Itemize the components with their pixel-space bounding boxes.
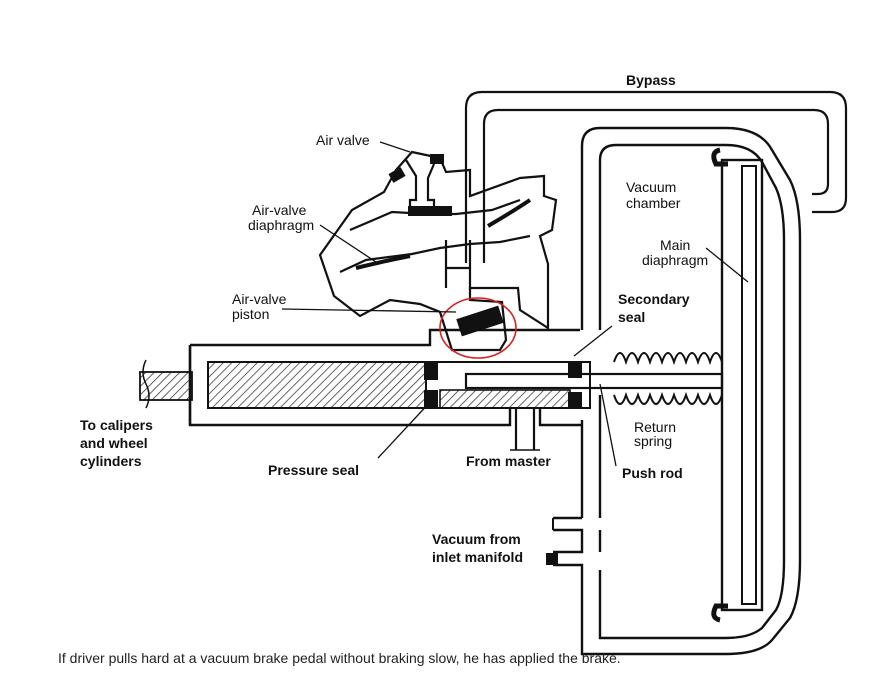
label-air-valve: Air valve — [316, 132, 370, 148]
from-master-inlet — [510, 408, 540, 451]
cropped-caption-text: If driver pulls hard at a vacuum brake p… — [58, 650, 621, 666]
label-secondary-seal-line1: Secondary — [618, 291, 690, 307]
hydraulic-cylinder — [139, 328, 591, 427]
label-return-spring-line2: spring — [634, 433, 672, 449]
label-secondary-seal-line2: seal — [618, 309, 645, 325]
label-air-valve-diaphragm-line1: Air-valve — [252, 202, 307, 218]
label-return-spring-line1: Return — [634, 419, 676, 435]
label-push-rod: Push rod — [622, 465, 683, 481]
highlight-circle — [439, 297, 517, 359]
label-bypass: Bypass — [626, 72, 676, 88]
label-vacuum-from-line2: inlet manifold — [432, 549, 523, 565]
label-main-diaphragm-line1: Main — [660, 237, 690, 253]
label-vacuum-chamber-line1: Vacuum — [626, 179, 676, 195]
air-valve-seals — [388, 154, 504, 337]
secondary-seal-blocks — [568, 362, 582, 408]
label-air-valve-piston-line2: piston — [232, 306, 269, 322]
label-air-valve-diaphragm-line2: diaphragm — [248, 217, 314, 233]
label-vacuum-chamber-line2: chamber — [626, 195, 681, 211]
main-housing — [553, 126, 802, 656]
label-to-calipers-line1: To calipers — [80, 417, 153, 433]
label-main-diaphragm-line2: diaphragm — [642, 252, 708, 268]
return-spring — [613, 352, 723, 405]
bypass-tube — [464, 90, 848, 263]
label-from-master: From master — [466, 453, 551, 469]
vacuum-inlet-port — [546, 518, 558, 565]
air-valve-diaphragm-curves — [355, 198, 532, 270]
leader-lines — [281, 141, 749, 467]
push-rod — [464, 372, 724, 390]
air-valve-assembly — [318, 150, 558, 352]
label-vacuum-from-line1: Vacuum from — [432, 531, 521, 547]
label-to-calipers-line2: and wheel — [80, 435, 148, 451]
label-pressure-seal: Pressure seal — [268, 462, 359, 478]
pressure-seal-blocks — [424, 362, 438, 408]
label-air-valve-piston-line1: Air-valve — [232, 291, 287, 307]
label-to-calipers-line3: cylinders — [80, 453, 142, 469]
